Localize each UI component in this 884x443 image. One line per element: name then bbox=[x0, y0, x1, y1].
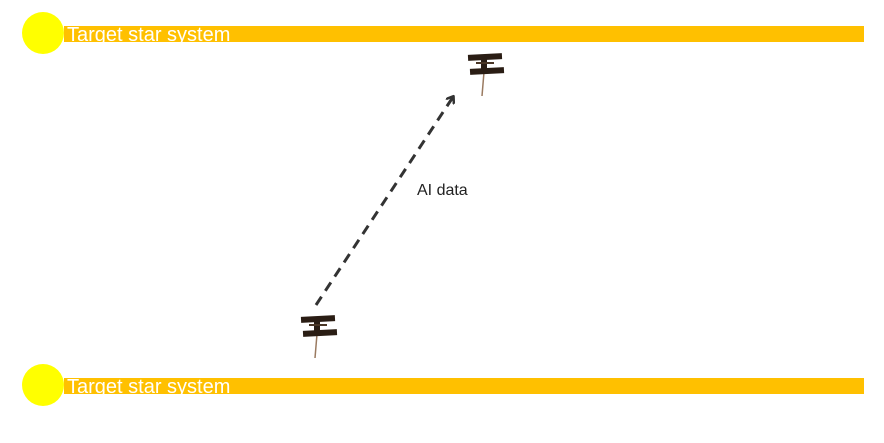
top-band-label: Target star system bbox=[67, 24, 231, 46]
arrow-label: AI data bbox=[417, 182, 468, 199]
transfer-arrow bbox=[314, 97, 453, 306]
top-sun-icon bbox=[22, 12, 64, 54]
top-star-system-band: Target star system bbox=[22, 12, 864, 56]
bottom-sun-icon bbox=[22, 364, 64, 406]
bottom-satellite-icon bbox=[300, 315, 338, 359]
bottom-band-bar bbox=[64, 378, 864, 394]
top-band-bar bbox=[64, 26, 864, 42]
bottom-band-label: Target star system bbox=[67, 376, 231, 398]
top-satellite-icon bbox=[467, 53, 505, 97]
bottom-star-system-band: Target star system bbox=[22, 364, 864, 408]
